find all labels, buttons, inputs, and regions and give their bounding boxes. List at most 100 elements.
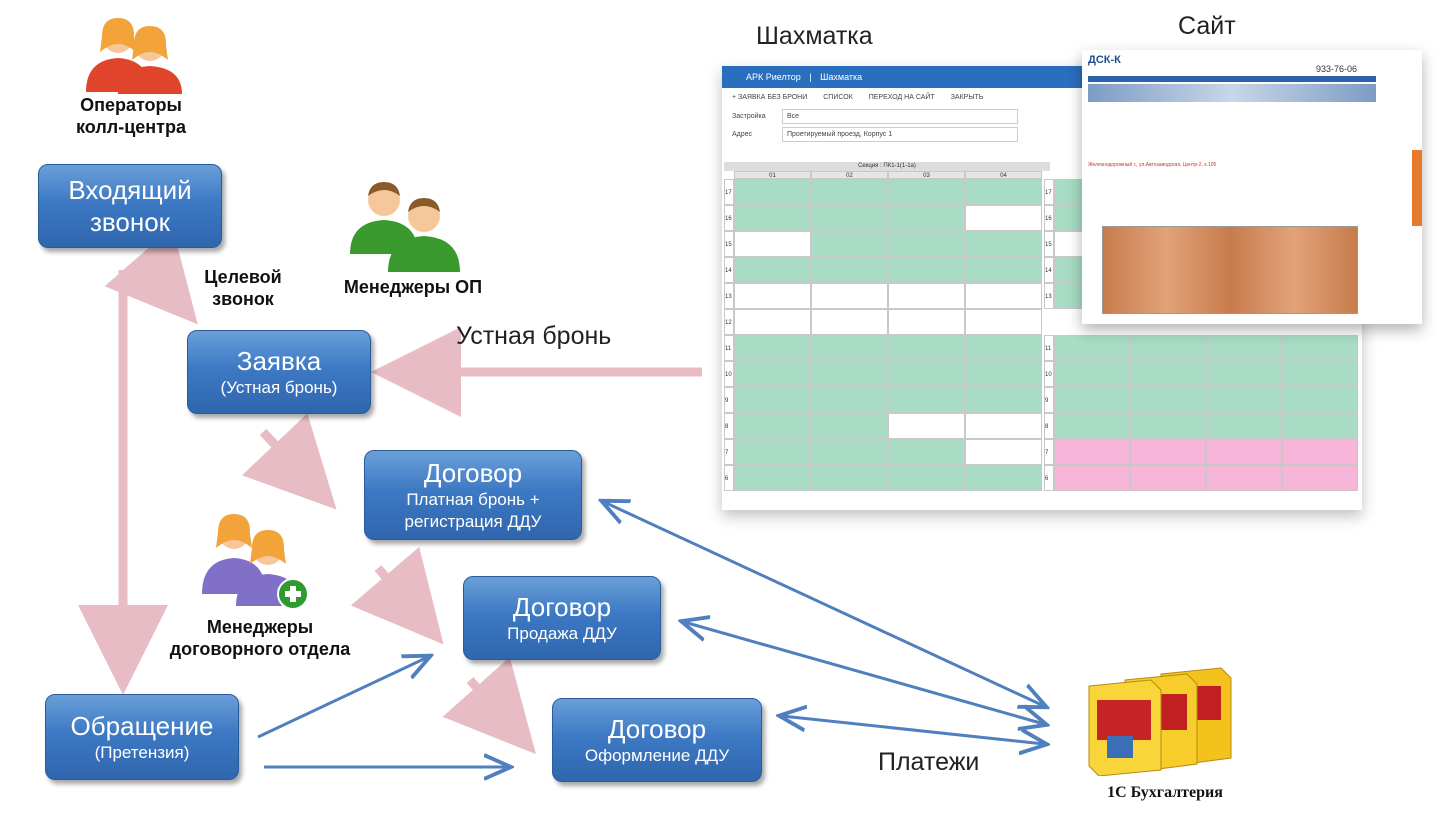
chess-apartment-cell[interactable] xyxy=(965,465,1042,491)
site-banner xyxy=(1088,84,1376,102)
chess-apartment-cell[interactable] xyxy=(811,283,888,309)
chess-apartment-cell[interactable] xyxy=(1130,439,1206,465)
chess-apartment-cell[interactable] xyxy=(734,439,811,465)
site-side-tab[interactable] xyxy=(1412,150,1422,226)
chess-apartment-cell[interactable] xyxy=(1130,335,1206,361)
chess-apartment-cell[interactable] xyxy=(965,309,1042,335)
chess-apartment-cell[interactable] xyxy=(1130,413,1206,439)
chess-apartment-cell[interactable] xyxy=(734,387,811,413)
arrow-request-to-booking xyxy=(241,413,337,510)
chessboard-label: Шахматка xyxy=(756,22,873,50)
chess-apartment-cell[interactable] xyxy=(888,439,965,465)
chess-apartment-cell[interactable] xyxy=(811,179,888,205)
chess-toolbar-item[interactable]: ЗАКРЫТЬ xyxy=(950,94,984,101)
chess-filter-developer-select[interactable]: Все xyxy=(781,108,1018,124)
chess-apartment-cell[interactable] xyxy=(1206,465,1282,491)
chess-apartment-cell[interactable] xyxy=(888,283,965,309)
chess-apartment-cell[interactable] xyxy=(965,439,1042,465)
chess-apartment-cell[interactable] xyxy=(811,465,888,491)
chess-apartment-cell[interactable] xyxy=(1282,335,1358,361)
chess-toolbar-item[interactable]: ПЕРЕХОД НА САЙТ xyxy=(868,94,935,101)
operators-label: Операторы колл-центра xyxy=(76,95,186,137)
chess-apartment-cell[interactable] xyxy=(965,361,1042,387)
chess-apartment-cell[interactable] xyxy=(734,335,811,361)
chess-column-header: 03 xyxy=(888,171,965,179)
chess-apartment-cell[interactable] xyxy=(888,361,965,387)
chess-apartment-cell[interactable] xyxy=(1130,361,1206,387)
chess-apartment-cell[interactable] xyxy=(1054,335,1130,361)
chess-toolbar-item[interactable]: + ЗАЯВКА БЕЗ БРОНИ xyxy=(732,94,808,101)
chess-apartment-cell[interactable] xyxy=(1206,413,1282,439)
chess-apartment-cell[interactable] xyxy=(811,361,888,387)
chess-apartment-cell[interactable] xyxy=(1282,387,1358,413)
chess-apartment-cell[interactable] xyxy=(811,439,888,465)
chess-apartment-cell[interactable] xyxy=(1054,465,1130,491)
chess-apartment-cell[interactable] xyxy=(1206,335,1282,361)
chess-apartment-cell[interactable] xyxy=(811,205,888,231)
chess-apartment-cell[interactable] xyxy=(734,465,811,491)
managers-op-label: Менеджеры ОП xyxy=(343,277,483,297)
chess-apartment-cell[interactable] xyxy=(965,283,1042,309)
chess-apartment-cell[interactable] xyxy=(734,283,811,309)
chess-apartment-cell[interactable] xyxy=(888,231,965,257)
chess-apartment-cell[interactable] xyxy=(1206,387,1282,413)
chess-apartment-cell[interactable] xyxy=(1054,439,1130,465)
chess-apartment-cell[interactable] xyxy=(1282,413,1358,439)
chess-apartment-cell[interactable] xyxy=(811,231,888,257)
chess-apartment-cell[interactable] xyxy=(734,205,811,231)
chess-apartment-cell[interactable] xyxy=(888,465,965,491)
chess-floor-label: 7 xyxy=(1044,439,1054,465)
chess-apartment-cell[interactable] xyxy=(734,413,811,439)
chess-apartment-cell[interactable] xyxy=(811,257,888,283)
chess-apartment-cell[interactable] xyxy=(888,387,965,413)
chess-apartment-cell[interactable] xyxy=(811,335,888,361)
incoming-call-node: Входящий звонок xyxy=(38,164,222,248)
chess-filter-developer: Застройка Все xyxy=(722,108,1362,126)
chess-apartment-cell[interactable] xyxy=(888,257,965,283)
chess-apartment-cell[interactable] xyxy=(888,335,965,361)
chess-apartment-cell[interactable] xyxy=(1054,361,1130,387)
chess-floor-label: 13 xyxy=(1044,283,1054,309)
oral-booking-label: Устная бронь xyxy=(456,322,612,350)
chess-apartment-cell[interactable] xyxy=(965,387,1042,413)
chess-apartment-cell[interactable] xyxy=(965,231,1042,257)
managers-op-icon xyxy=(350,182,460,272)
chess-apartment-cell[interactable] xyxy=(1130,465,1206,491)
chess-apartment-cell[interactable] xyxy=(965,257,1042,283)
chess-apartment-cell[interactable] xyxy=(888,413,965,439)
chess-apartment-cell[interactable] xyxy=(1054,413,1130,439)
chess-apartment-cell[interactable] xyxy=(734,231,811,257)
chess-apartment-cell[interactable] xyxy=(1206,439,1282,465)
chess-apartment-cell[interactable] xyxy=(734,309,811,335)
chess-apartment-cell[interactable] xyxy=(811,309,888,335)
chess-apartment-cell[interactable] xyxy=(888,205,965,231)
chess-apartment-cell[interactable] xyxy=(965,179,1042,205)
arrow-appeal-to-sale xyxy=(257,657,428,739)
chess-apartment-cell[interactable] xyxy=(1282,361,1358,387)
chess-toolbar-item[interactable]: СПИСОК xyxy=(823,94,853,101)
chess-floor-label: 6 xyxy=(1044,465,1054,491)
chess-floor-label: 8 xyxy=(724,413,734,439)
request-node: Заявка (Устная бронь) xyxy=(187,330,371,414)
chess-apartment-cell[interactable] xyxy=(734,361,811,387)
chess-apartment-cell[interactable] xyxy=(811,387,888,413)
chess-apartment-cell[interactable] xyxy=(734,257,811,283)
chess-filter-address-select[interactable]: Проетируемый проезд, Корпус 1 xyxy=(781,126,1018,142)
chess-apartment-cell[interactable] xyxy=(1282,465,1358,491)
chess-apartment-cell[interactable] xyxy=(1282,439,1358,465)
chess-apartment-cell[interactable] xyxy=(888,309,965,335)
chess-apartment-cell[interactable] xyxy=(965,335,1042,361)
accounting-box-icon xyxy=(1088,667,1232,776)
chess-floor-label: 12 xyxy=(724,309,734,335)
chess-apartment-cell[interactable] xyxy=(1206,361,1282,387)
chess-toolbar: + ЗАЯВКА БЕЗ БРОНИ СПИСОК ПЕРЕХОД НА САЙ… xyxy=(722,88,1362,108)
chess-apartment-cell[interactable] xyxy=(965,205,1042,231)
chess-apartment-cell[interactable] xyxy=(965,413,1042,439)
chess-apartment-cell[interactable] xyxy=(811,413,888,439)
chess-apartment-cell[interactable] xyxy=(888,179,965,205)
chess-apartment-cell[interactable] xyxy=(1130,387,1206,413)
chess-apartment-cell[interactable] xyxy=(734,179,811,205)
chess-apartment-cell[interactable] xyxy=(1054,387,1130,413)
site-menu-bar xyxy=(1088,76,1376,82)
